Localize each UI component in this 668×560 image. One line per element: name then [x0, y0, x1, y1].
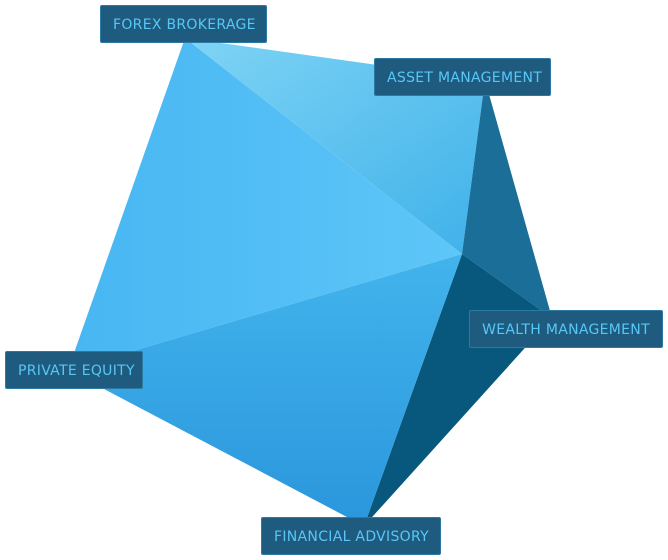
facet-right-upper — [462, 80, 552, 318]
node-label-asset-management[interactable]: ASSET MANAGEMENT — [374, 58, 551, 96]
facet-bottom — [68, 254, 462, 526]
node-label-financial-advisory[interactable]: FINANCIAL ADVISORY — [261, 517, 441, 555]
node-label-private-equity[interactable]: PRIVATE EQUITY — [5, 351, 143, 389]
node-label-forex-brokerage[interactable]: FOREX BROKERAGE — [100, 5, 267, 43]
node-label-wealth-management[interactable]: WEALTH MANAGEMENT — [469, 310, 663, 348]
facet-left — [68, 38, 462, 370]
